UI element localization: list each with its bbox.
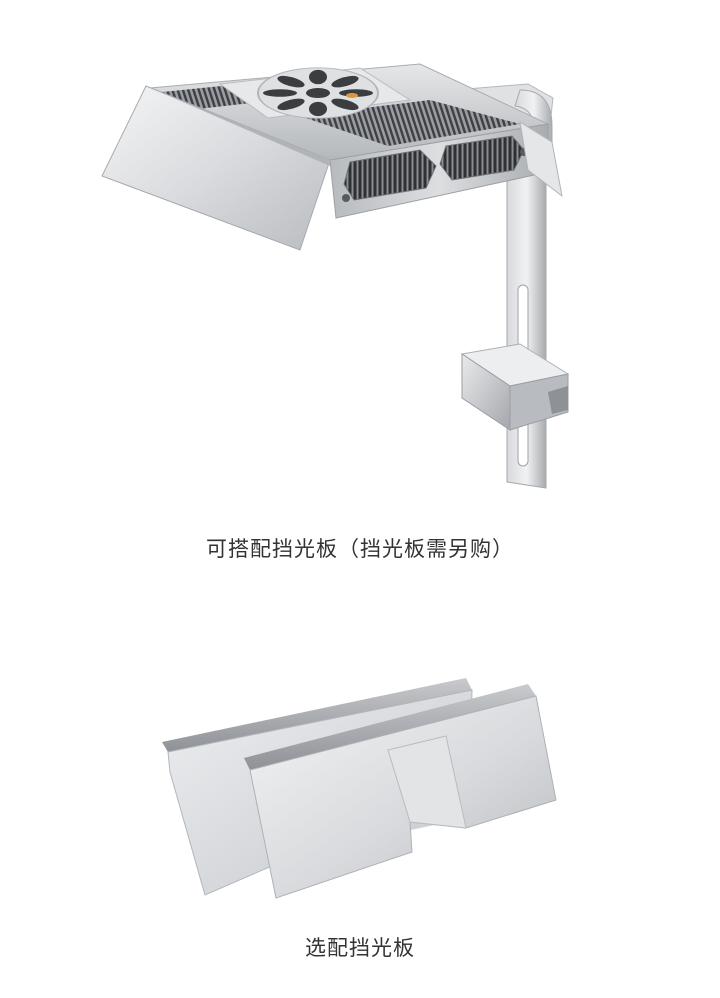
clamp-side — [509, 373, 569, 431]
led-lamp-illustration — [101, 63, 570, 489]
back-panel-fold — [162, 678, 472, 752]
panels-caption: 选配挡光板 — [305, 936, 415, 960]
front-panel-fold — [244, 684, 536, 770]
left-shade-panel — [101, 85, 331, 251]
front-screw-left — [342, 194, 350, 202]
right-shade-flap — [519, 120, 563, 198]
lamp-caption: 可搭配挡光板（挡光板需另购） — [206, 537, 514, 561]
shade-panels-illustration — [162, 678, 557, 899]
left-shade-fold — [146, 86, 330, 166]
front-vent-right — [439, 135, 525, 181]
front-vent-left — [343, 149, 437, 201]
front-panel-cutout — [387, 735, 467, 829]
fan-grille-icon — [257, 67, 379, 119]
clamp-inner — [548, 386, 568, 414]
